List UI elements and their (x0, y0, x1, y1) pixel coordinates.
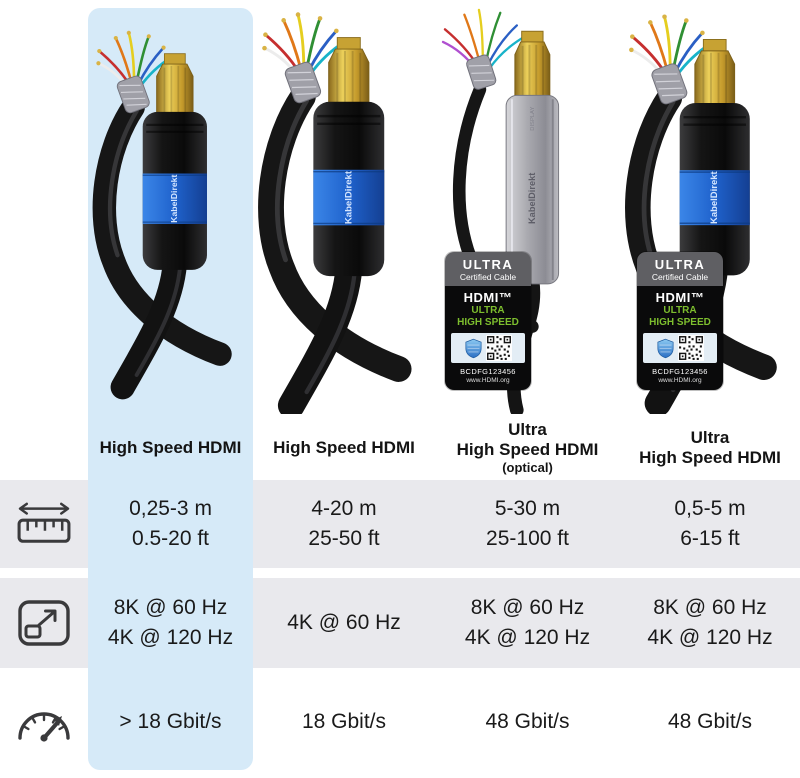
cert-label-body: HDMI™ ULTRA HIGH SPEED (445, 286, 531, 390)
resolution-line1: 8K @ 60 Hz (653, 595, 767, 619)
cert-url-text: www.HDMI.org (466, 377, 510, 384)
cert-certified-text: Certified Cable (459, 272, 517, 282)
product-column-3: ULTRA Certified Cable HDMI™ ULTRA HIGH S… (435, 0, 620, 778)
resolution-cell-3: 8K @ 60 Hz 4K @ 120 Hz (435, 578, 620, 668)
header-sub: (optical) (502, 460, 553, 476)
header-line1: Ultra (690, 427, 730, 447)
hdmi-cable-photo-2 (253, 6, 435, 414)
speed-value: 48 Gbit/s (485, 709, 570, 733)
length-cell-4: 0,5-5 m 6-15 ft (620, 480, 800, 568)
product-column-2: High Speed HDMI 4-20 m 25-50 ft 4K @ 60 … (253, 0, 435, 778)
resolution-line1: 8K @ 60 Hz (113, 595, 228, 619)
cert-highspeed-green: HIGH SPEED (457, 317, 519, 328)
header-line1: High Speed HDMI (99, 437, 242, 457)
resolution-line2: 4K @ 120 Hz (107, 626, 234, 649)
speed-cell-2: 18 Gbit/s (253, 676, 435, 768)
length-m: 0,5-5 m (674, 496, 746, 520)
resolution-cell-1: 8K @ 60 Hz 4K @ 120 Hz (88, 578, 253, 668)
qr-code (677, 335, 704, 361)
hologram-shield-icon (657, 338, 673, 358)
speed-cell-4: 48 Gbit/s (620, 676, 800, 768)
column-header-3: Ultra High Speed HDMI (optical) (435, 418, 620, 478)
column-header-4: Ultra High Speed HDMI (620, 418, 800, 478)
cert-code-text: BCDFG123456 (460, 367, 516, 376)
cert-label-header: ULTRA Certified Cable (445, 252, 531, 286)
hdmi-certification-label: ULTRA Certified Cable HDMI™ ULTRA HIGH S… (445, 252, 531, 390)
product-column-4: ULTRA Certified Cable HDMI™ ULTRA HIGH S… (620, 0, 800, 778)
hdmi-logo-text: HDMI™ (463, 290, 513, 305)
cert-ultra-green: ULTRA (471, 305, 505, 316)
length-ft: 0.5-20 ft (131, 527, 210, 550)
speedometer-icon (18, 712, 70, 742)
length-m: 4-20 m (311, 496, 377, 520)
hdmi-certification-label: ULTRA Certified Cable HDMI™ ULTRA HIGH S… (637, 252, 723, 390)
hdmi-logo-text: HDMI™ (655, 290, 705, 305)
speed-value: 18 Gbit/s (301, 709, 387, 733)
cert-label-header: ULTRA Certified Cable (637, 252, 723, 286)
speed-value: 48 Gbit/s (667, 709, 753, 733)
column-header-2: High Speed HDMI (253, 418, 435, 478)
header-line1: High Speed HDMI (273, 437, 415, 457)
length-ft: 25-100 ft (486, 527, 569, 550)
speed-cell-1: > 18 Gbit/s (88, 676, 253, 768)
length-m: 5-30 m (494, 496, 561, 520)
speed-value: > 18 Gbit/s (119, 709, 222, 733)
header-line1: Ultra (508, 420, 547, 440)
resolution-line2: 4K @ 120 Hz (647, 626, 773, 649)
cert-url-text: www.HDMI.org (658, 377, 702, 384)
resolution-cell-4: 8K @ 60 Hz 4K @ 120 Hz (620, 578, 800, 668)
speed-icon-cell (0, 676, 88, 768)
length-ft: 6-15 ft (680, 527, 740, 550)
column-header-1: High Speed HDMI (88, 418, 253, 478)
resolution-line1: 4K @ 60 Hz (287, 610, 401, 634)
product-column-1: High Speed HDMI 0,25-3 m 0.5-20 ft 8K @ … (88, 0, 253, 778)
length-m: 0,25-3 m (129, 496, 212, 520)
qr-code (485, 335, 512, 361)
length-cell-3: 5-30 m 25-100 ft (435, 480, 620, 568)
display-arrow-icon (18, 600, 70, 646)
hdmi-cable-photo-1 (88, 6, 253, 414)
resolution-cell-2: 4K @ 60 Hz (253, 578, 435, 668)
length-cell-2: 4-20 m 25-50 ft (253, 480, 435, 568)
length-cell-1: 0,25-3 m 0.5-20 ft (88, 480, 253, 568)
resolution-icon-cell (0, 578, 88, 668)
length-icon-cell (0, 480, 88, 568)
cert-qr-panel (451, 333, 525, 363)
header-line2: High Speed HDMI (639, 448, 781, 467)
cert-label-body: HDMI™ ULTRA HIGH SPEED (637, 286, 723, 390)
cert-ultra-text: ULTRA (654, 257, 706, 272)
speed-cell-3: 48 Gbit/s (435, 676, 620, 768)
cert-certified-text: Certified Cable (651, 272, 709, 282)
cert-highspeed-green: HIGH SPEED (649, 317, 711, 328)
hologram-shield-icon (465, 338, 481, 358)
resolution-line1: 8K @ 60 Hz (470, 595, 585, 619)
header-line2: High Speed HDMI (456, 440, 599, 460)
resolution-line2: 4K @ 120 Hz (464, 626, 591, 649)
cert-code-text: BCDFG123456 (652, 367, 708, 376)
ruler-icon (17, 502, 71, 543)
cert-qr-panel (643, 333, 717, 363)
length-ft: 25-50 ft (308, 527, 380, 550)
cert-ultra-text: ULTRA (462, 257, 514, 272)
cert-ultra-green: ULTRA (663, 305, 697, 316)
